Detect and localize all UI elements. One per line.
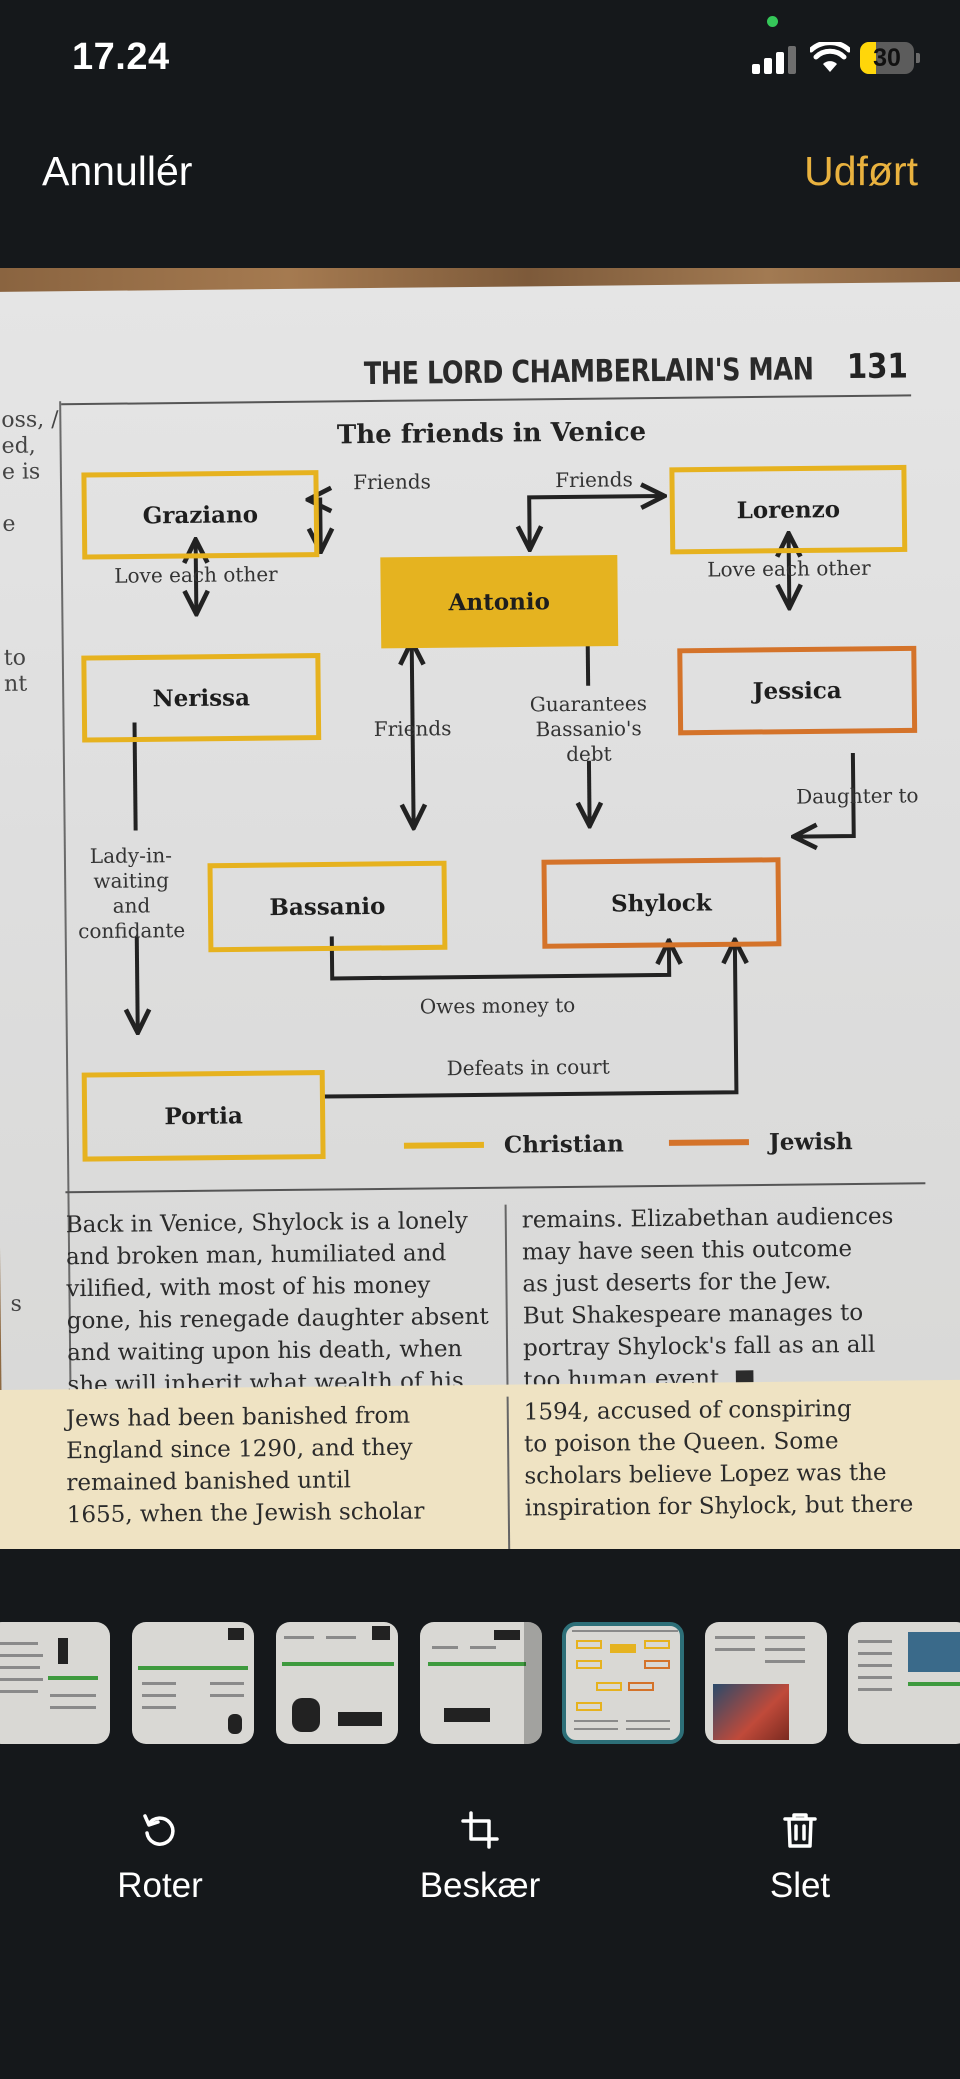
battery-percent: 30 xyxy=(873,44,901,72)
battery-icon: 30 xyxy=(860,42,920,74)
page-thumbnail-strip[interactable] xyxy=(0,1620,960,1746)
status-bar: 17.24 30 xyxy=(0,0,960,110)
edge-lorenzo-antonio xyxy=(529,496,663,547)
node-label: Graziano xyxy=(142,501,258,529)
page-thumbnail-selected[interactable] xyxy=(562,1622,684,1744)
battery-level-fill xyxy=(860,42,877,74)
body-column-right: remains. Elizabethan audiences may have … xyxy=(522,1200,960,1397)
node-label: Jessica xyxy=(751,677,842,705)
page-thumbnail[interactable] xyxy=(276,1622,398,1744)
edge-antonio-shylock xyxy=(589,760,590,824)
node-portia xyxy=(81,1070,326,1162)
crop-button[interactable]: Beskær xyxy=(380,1810,580,1906)
box-line: 1594, accused of conspiring xyxy=(523,1396,852,1426)
node-bassanio xyxy=(207,860,448,953)
trash-icon xyxy=(783,1813,817,1848)
edge-label: Bassanio's xyxy=(535,716,641,741)
edge-graziano-antonio xyxy=(310,500,321,550)
edge-label: Guarantees xyxy=(530,691,647,716)
edge-label: Friends xyxy=(374,716,452,741)
edge-label: Owes money to xyxy=(420,993,576,1019)
box-line: 1655, when the Jewish scholar xyxy=(66,1498,425,1529)
edge-antonio-bassanio xyxy=(412,644,414,826)
node-label: Lorenzo xyxy=(736,496,840,524)
body-line: and broken man, humiliated and xyxy=(65,1240,447,1271)
edge-label: Love each other xyxy=(114,562,278,588)
body-line: as just deserts for the Jew. xyxy=(522,1268,832,1298)
node-label: Bassanio xyxy=(269,893,385,921)
crop-label: Beskær xyxy=(419,1866,541,1905)
edge-label: waiting xyxy=(93,868,169,893)
body-line: portray Shylock's fall as an all xyxy=(522,1331,876,1362)
document-photo-preview[interactable]: oss, / ed, e is e to nt s THE LORD CHAMB… xyxy=(0,268,960,1549)
rotate-label: Roter xyxy=(117,1866,203,1905)
node-lorenzo xyxy=(669,464,908,555)
edge-label: Love each other xyxy=(707,556,871,582)
node-label: Portia xyxy=(164,1102,243,1130)
cellular-signal-icon xyxy=(752,44,798,74)
camera-indicator-dot xyxy=(767,16,778,27)
body-line: But Shakespeare manages to xyxy=(522,1299,864,1330)
body-line: gone, his renegade daughter absent xyxy=(66,1303,489,1335)
body-line: Back in Venice, Shylock is a lonely xyxy=(65,1208,468,1239)
body-column-left: Back in Venice, Shylock is a lonely and … xyxy=(66,1205,508,1402)
status-time: 17.24 xyxy=(72,36,170,78)
box-line: England since 1290, and they xyxy=(66,1434,413,1465)
page-thumbnail[interactable] xyxy=(0,1622,110,1744)
legend-jewish-label: Jewish xyxy=(767,1128,853,1156)
relationship-diagram: The friends in Venice xyxy=(78,417,919,1162)
legend-jewish-swatch xyxy=(668,1139,749,1146)
legend-christian-label: Christian xyxy=(504,1130,624,1158)
box-line: scholars believe Lopez was the xyxy=(524,1459,887,1490)
page-thumbnail[interactable] xyxy=(848,1622,960,1744)
edge-label: Friends xyxy=(353,469,431,494)
crop-icon xyxy=(461,1811,499,1849)
page-thumbnail[interactable] xyxy=(705,1622,827,1744)
edge-label: and xyxy=(113,893,151,917)
edge-bassanio-shylock xyxy=(329,936,669,981)
box-line: Jews had been banished from xyxy=(65,1402,411,1433)
box-column-left: Jews had been banished from England sinc… xyxy=(66,1399,507,1532)
node-graziano xyxy=(81,470,320,560)
cancel-button[interactable]: Annullér xyxy=(42,148,193,194)
edge-nerissa-portia xyxy=(137,936,138,1030)
node-label: Nerissa xyxy=(152,684,250,712)
node-nerissa xyxy=(81,653,322,743)
edge-lorenzo-jessica xyxy=(789,536,790,606)
edge-label: debt xyxy=(566,742,612,766)
edge-jessica-shylock xyxy=(795,752,856,837)
body-line: may have seen this outcome xyxy=(521,1236,853,1266)
edge-label: Lady-in- xyxy=(90,843,172,868)
body-line: remains. Elizabethan audiences xyxy=(521,1203,894,1234)
delete-label: Slet xyxy=(769,1866,831,1905)
wifi-icon xyxy=(810,42,850,72)
box-line: inspiration for Shylock, but there xyxy=(524,1491,914,1522)
body-line: vilified, with most of his money xyxy=(66,1272,431,1303)
box-line: to poison the Queen. Some xyxy=(523,1428,839,1458)
delete-button[interactable]: Slet xyxy=(700,1810,900,1906)
edge-label: confidante xyxy=(78,918,185,943)
rotate-button[interactable]: Roter xyxy=(60,1810,260,1906)
edge-label: Friends xyxy=(555,467,633,492)
page-thumbnail[interactable] xyxy=(420,1622,542,1744)
body-line: and waiting upon his death, when xyxy=(66,1336,463,1367)
node-label: Antonio xyxy=(447,588,550,616)
box-column-right: 1594, accused of conspiring to poison th… xyxy=(524,1392,960,1525)
edge-portia-shylock xyxy=(323,942,737,1099)
edge-label: Daughter to xyxy=(796,783,919,808)
done-button[interactable]: Udført xyxy=(804,148,918,194)
box-line: remained banished until xyxy=(66,1467,351,1497)
node-label: Shylock xyxy=(611,889,713,917)
node-jessica xyxy=(677,645,918,736)
page-thumbnail[interactable] xyxy=(132,1622,254,1744)
rotate-icon xyxy=(143,1814,175,1846)
book-page: oss, / ed, e is e to nt s THE LORD CHAMB… xyxy=(0,281,960,1549)
diagram-title: The friends in Venice xyxy=(337,417,647,450)
node-antonio xyxy=(380,554,619,649)
node-shylock xyxy=(541,857,782,949)
edge-label: Defeats in court xyxy=(447,1055,610,1081)
legend-christian-swatch xyxy=(403,1141,484,1149)
